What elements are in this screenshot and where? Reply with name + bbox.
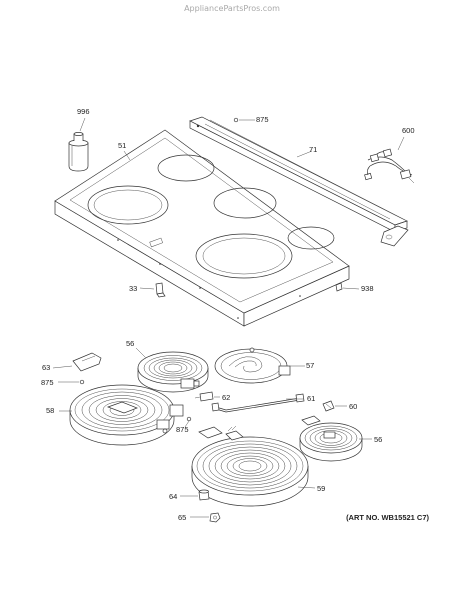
part-64-bushing[interactable] [198, 489, 210, 501]
callout-61: 61 [307, 394, 315, 403]
part-71-rear-trim[interactable] [189, 116, 409, 247]
part-938-clip[interactable] [335, 282, 343, 292]
part-61-sensor-rod[interactable] [211, 393, 305, 413]
part-56-radiant-element-right[interactable] [299, 415, 363, 462]
part-58-radiant-element-large-left[interactable] [69, 384, 184, 446]
part-62-limiter[interactable] [194, 391, 214, 402]
callout-938: 938 [361, 284, 374, 293]
part-51-glass-cooktop[interactable] [54, 129, 350, 327]
art-number: (ART NO. WB15521 C7) [346, 513, 429, 522]
callout-60: 60 [349, 402, 357, 411]
watermark-text: AppliancePartsPros.com [184, 4, 280, 13]
part-57-bridge-element[interactable] [214, 347, 291, 384]
callout-875-mid: 875 [176, 425, 189, 434]
part-875-screw-top[interactable] [233, 117, 239, 123]
callout-875-top: 875 [256, 115, 269, 124]
part-600-wire-harness[interactable] [364, 148, 415, 184]
callout-33: 33 [129, 284, 137, 293]
callout-63: 63 [42, 363, 50, 372]
callout-65: 65 [178, 513, 186, 522]
part-60-terminal-block[interactable] [322, 400, 335, 412]
callout-56-left: 56 [126, 339, 134, 348]
part-63-bracket[interactable] [72, 352, 102, 372]
part-33-bracket[interactable] [155, 282, 166, 298]
part-59-radiant-element-dual[interactable] [191, 425, 309, 507]
callout-57: 57 [306, 361, 314, 370]
callout-64: 64 [169, 492, 177, 501]
callout-875-left: 875 [41, 378, 54, 387]
callout-71: 71 [309, 145, 317, 154]
callout-59: 59 [317, 484, 325, 493]
callout-56-right: 56 [374, 435, 382, 444]
part-875-screw-mid[interactable] [186, 416, 192, 422]
part-996-cleaner-bottle[interactable] [68, 132, 89, 172]
callout-58: 58 [46, 406, 54, 415]
callout-62: 62 [222, 393, 230, 402]
callout-51: 51 [118, 141, 126, 150]
part-56-radiant-element-left[interactable] [137, 351, 209, 393]
callout-600: 600 [402, 126, 415, 135]
callout-996: 996 [77, 107, 90, 116]
part-65-nut[interactable] [209, 512, 221, 523]
part-875-screw-left[interactable] [79, 379, 85, 385]
